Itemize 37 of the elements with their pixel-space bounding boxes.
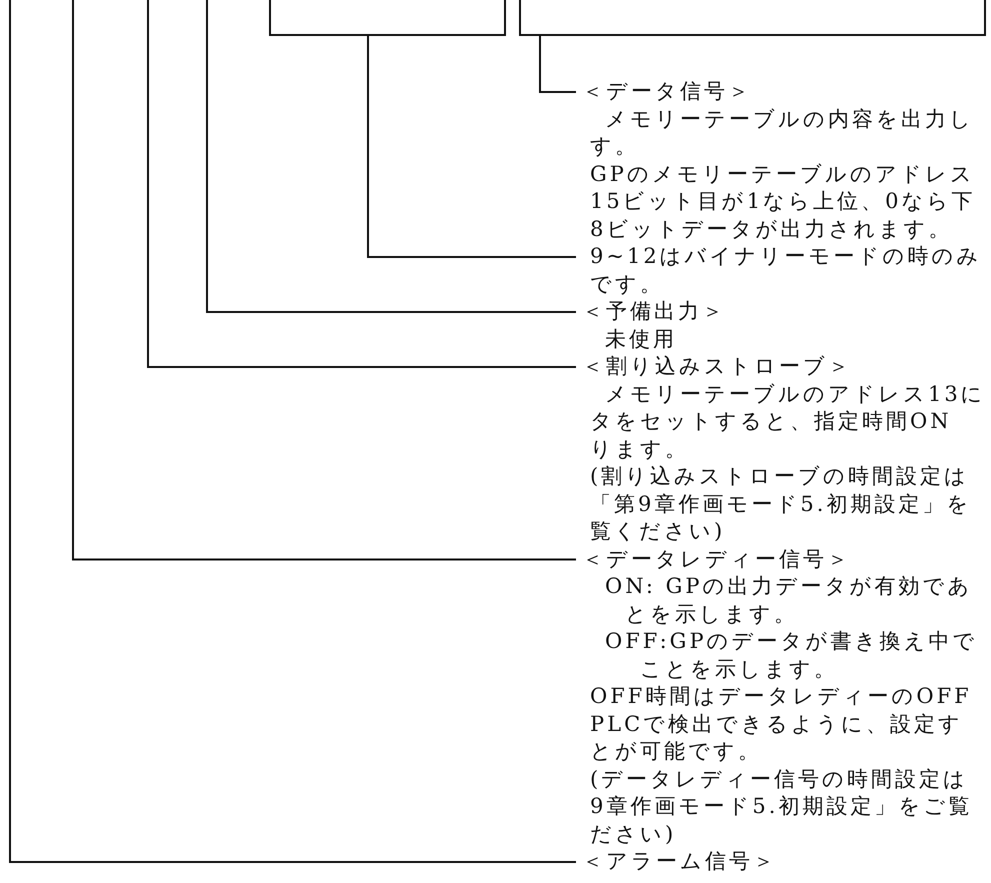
description-text: ON: GPの出力データが有効であ xyxy=(605,573,972,600)
leader-line xyxy=(539,35,576,93)
signal-heading: ＜予備出力＞ xyxy=(582,298,726,326)
description-text: メモリーテーブルの内容を出力し xyxy=(605,106,974,133)
description-text: (データレディー信号の時間設定は xyxy=(590,766,968,793)
description-text: とが可能です。 xyxy=(590,738,762,766)
description-text: PLCで検出できるように、設定す xyxy=(590,710,964,738)
description-text: OFF時間はデータレディーのOFF xyxy=(590,683,972,710)
leader-line xyxy=(147,0,576,368)
description-text: 「第9章作画モード5.初期設定」を xyxy=(590,490,972,518)
description-text: GPのメモリーテーブルのアドレス xyxy=(590,160,975,188)
description-text: 覧ください) xyxy=(590,518,726,546)
description-text: 9章作画モード5.初期設定」をご覧 xyxy=(590,793,972,820)
leader-line xyxy=(72,0,576,560)
signal-heading: ＜割り込みストローブ＞ xyxy=(582,353,852,380)
description-text: メモリーテーブルのアドレス13に xyxy=(605,380,986,408)
signal-heading: ＜データレディー信号＞ xyxy=(582,546,851,573)
leader-line xyxy=(206,0,576,313)
description-text: ださい) xyxy=(590,820,676,848)
description-text: す。 xyxy=(590,133,639,160)
leader-line xyxy=(9,0,576,863)
description-text: 8ビットデータが出力されます。 xyxy=(590,216,952,243)
description-text: 未使用 xyxy=(605,326,677,353)
description-text: とを示します。 xyxy=(625,600,798,628)
signal-heading: ＜データ信号＞ xyxy=(582,78,752,106)
description-text: タをセットすると、指定時間ON xyxy=(590,408,952,436)
bracket xyxy=(519,0,986,36)
description-text: (割り込みストローブの時間設定は xyxy=(590,463,970,490)
description-text: OFF:GPのデータが書き換え中で xyxy=(605,628,978,656)
description-text: ことを示します。 xyxy=(640,656,838,683)
leader-line xyxy=(367,35,576,258)
signal-heading: ＜アラーム信号＞ xyxy=(582,848,777,876)
description-text: ります。 xyxy=(590,436,689,463)
description-text: 9~12はバイナリーモードの時のみ xyxy=(590,243,982,270)
description-text: です。 xyxy=(590,270,664,298)
description-text: 15ビット目が1なら上位、0なら下 xyxy=(590,188,976,216)
bracket xyxy=(269,0,506,36)
